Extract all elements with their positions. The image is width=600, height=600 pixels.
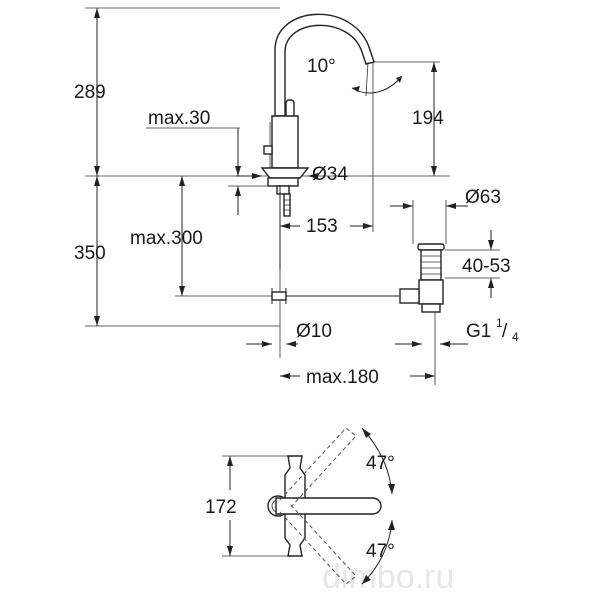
extension-lines (85, 7, 500, 385)
label-194: 194 (412, 108, 444, 129)
label-350: 350 (74, 243, 106, 264)
dim-thread (395, 341, 468, 347)
label-d34: Ø34 (312, 164, 348, 185)
label-d10: Ø10 (296, 321, 332, 342)
label-g1-slash: / (502, 321, 508, 342)
label-10deg: 10° (307, 56, 336, 77)
dim-overall-height (94, 8, 100, 176)
dim-rod-diameter (246, 341, 298, 347)
label-153: 153 (306, 216, 338, 237)
label-g1-num: 1 (496, 316, 503, 330)
dim-spout-height (431, 62, 437, 176)
dim-waste-diameter (390, 203, 468, 209)
dim-handle-length (227, 456, 233, 556)
waste-drain (399, 243, 445, 313)
watermark: dimbo.ru (322, 558, 454, 596)
dim-spout-reach (280, 223, 373, 229)
dim-base-diameter (236, 173, 318, 179)
label-max-300: max.300 (130, 228, 203, 249)
label-g1: G1 (466, 321, 491, 342)
dim-max-rod-depth (179, 176, 185, 296)
label-172: 172 (205, 497, 237, 518)
label-d63: Ø63 (465, 187, 501, 208)
label-47deg-top: 47° (366, 453, 395, 474)
handle-top-view (222, 427, 395, 585)
label-47deg-bottom: 47° (366, 541, 395, 562)
dim-max-reach (280, 373, 435, 379)
label-40-53: 40-53 (462, 256, 511, 277)
label-max-30: max.30 (148, 108, 210, 129)
label-max-180: max.180 (306, 367, 379, 388)
dim-max-deck (146, 127, 268, 215)
spout-swivel-indicator (351, 61, 403, 97)
dim-below-deck (94, 176, 100, 326)
faucet-body (260, 13, 375, 270)
label-289: 289 (74, 82, 106, 103)
popup-rod (271, 288, 400, 304)
dim-waste-range (488, 230, 494, 298)
label-g1-den: 4 (512, 330, 519, 344)
